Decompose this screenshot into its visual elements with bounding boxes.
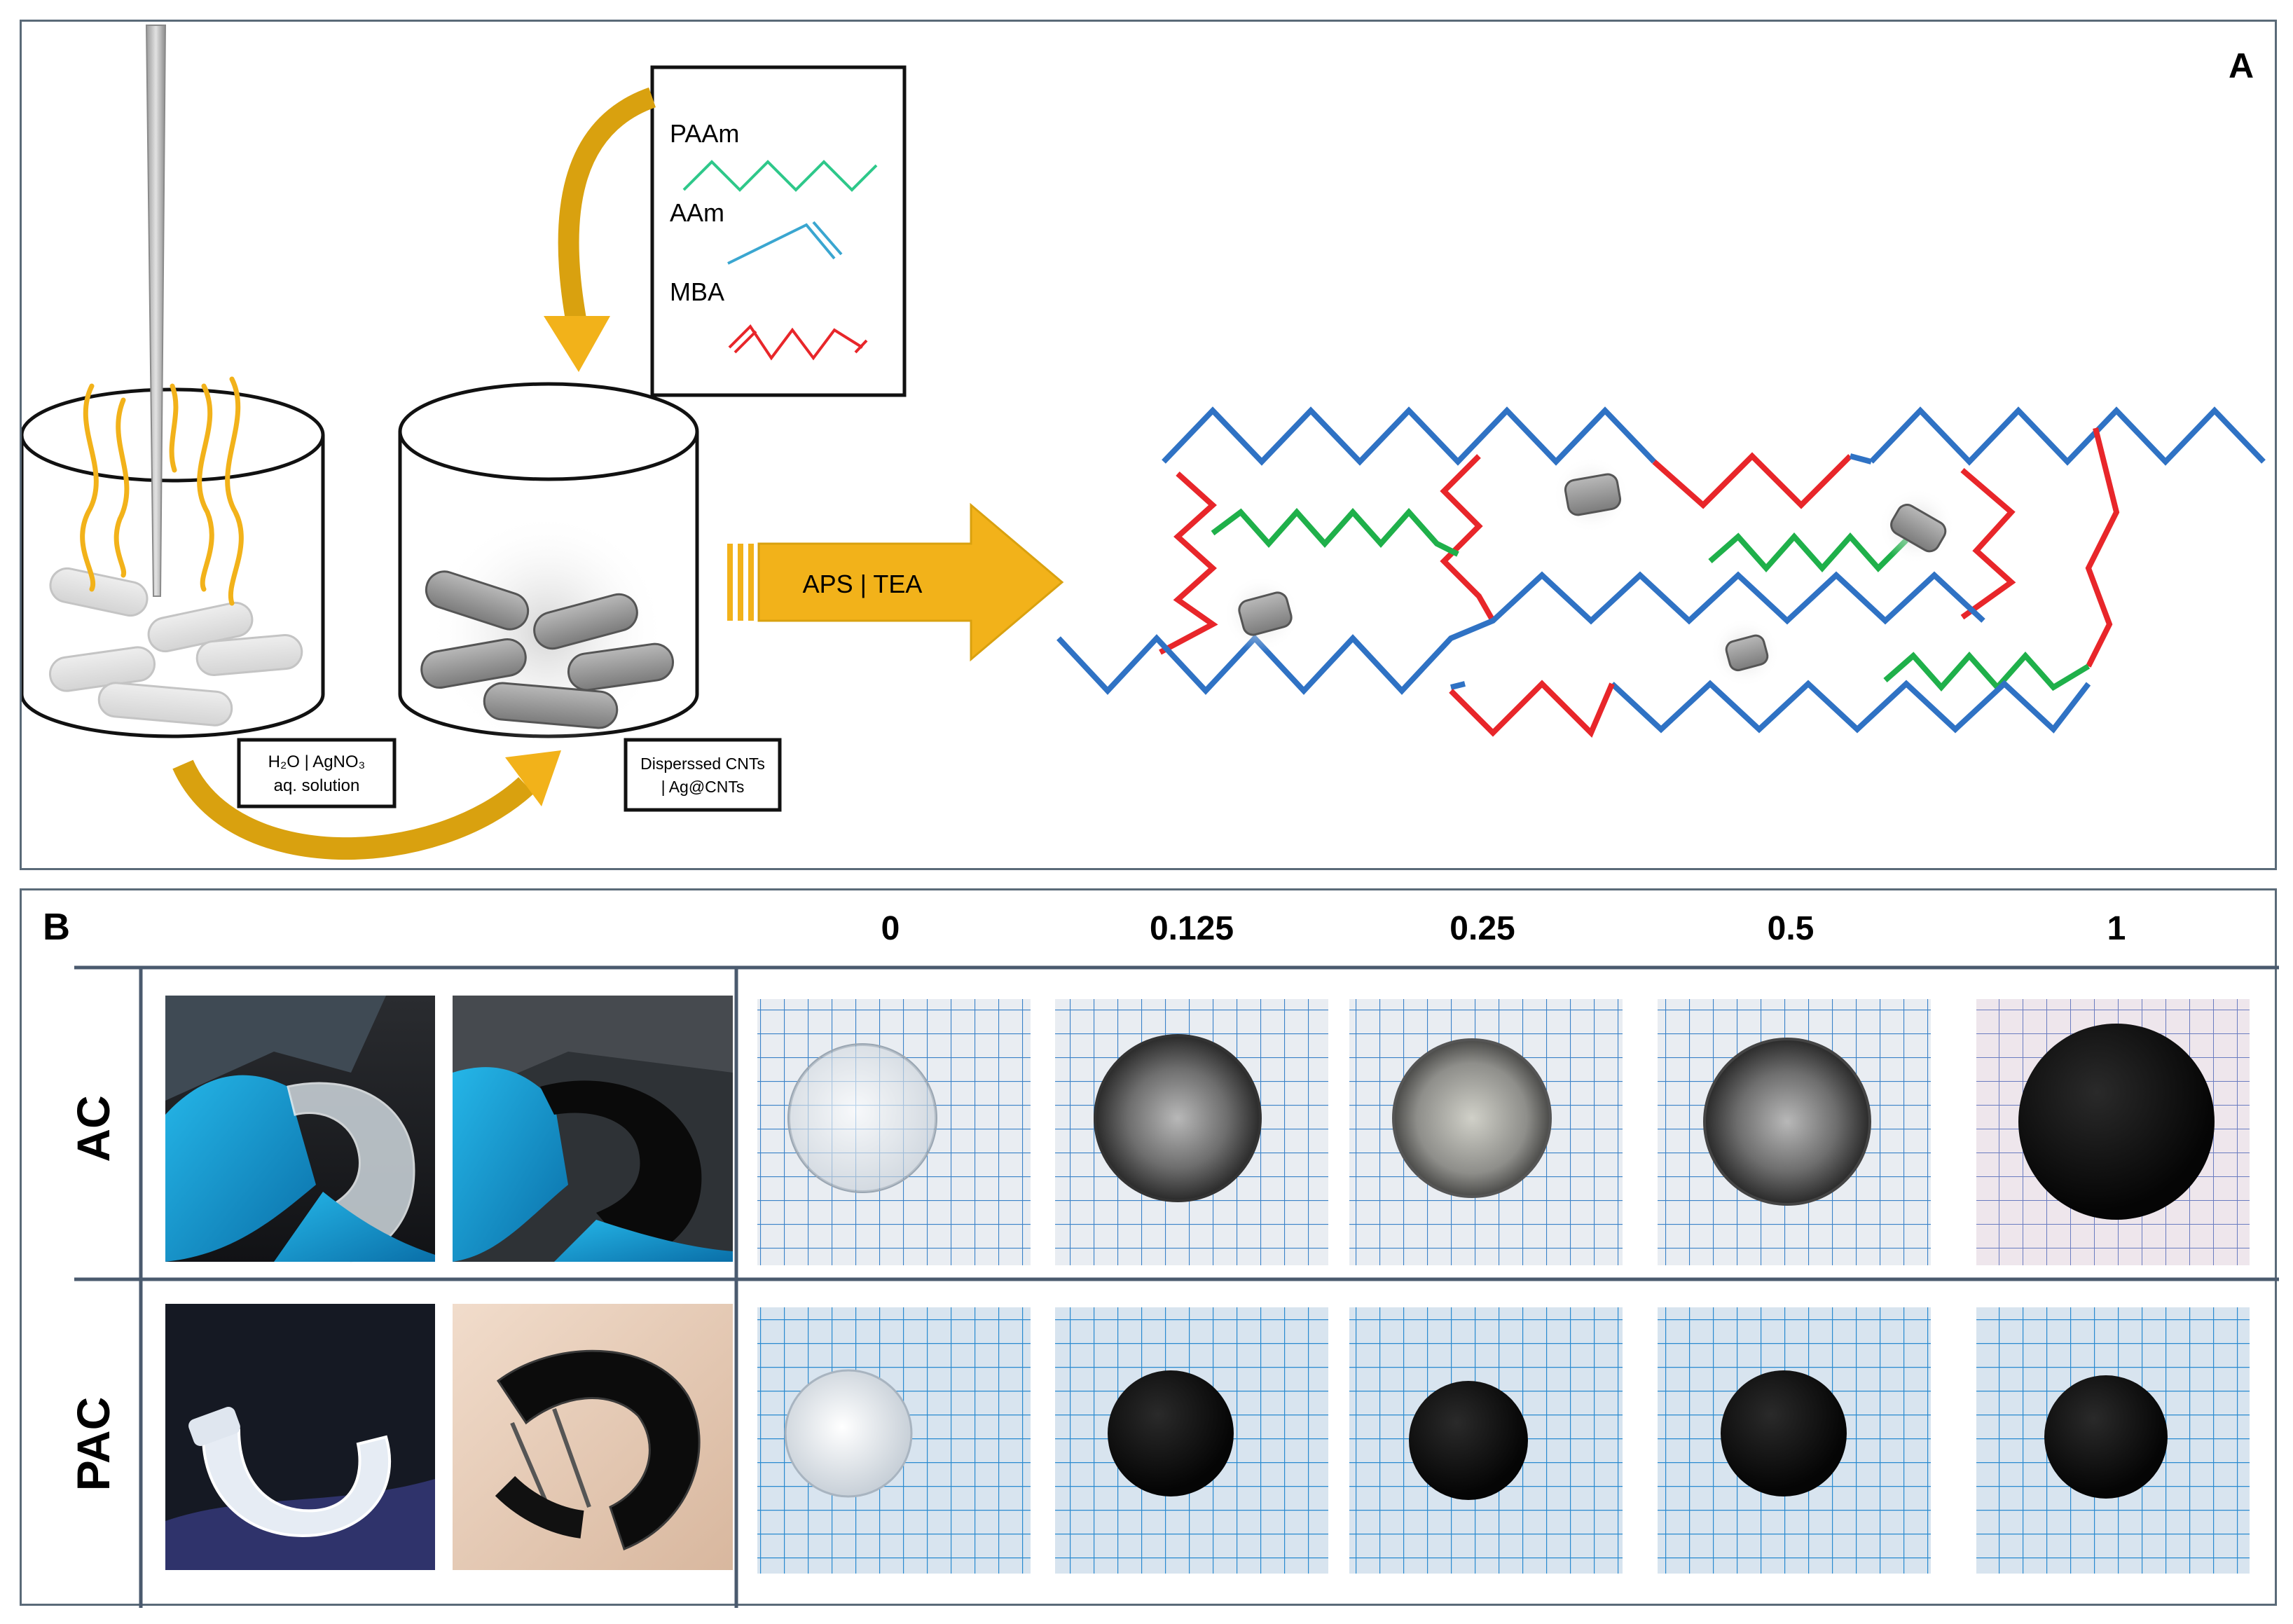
beaker-sonication bbox=[22, 25, 325, 738]
solution-label-box: H₂O | AgNO₃ aq. solution bbox=[237, 738, 397, 808]
col-header-1: 0.125 bbox=[1150, 910, 1234, 947]
panel-a-letter: A bbox=[2229, 46, 2254, 85]
pac-sample-025 bbox=[1349, 1307, 1623, 1574]
col-header-0: 0 bbox=[881, 910, 900, 947]
add-monomers-arrow-icon bbox=[544, 87, 656, 372]
aam-monomer-icon bbox=[727, 221, 843, 265]
beaker-dispersion bbox=[398, 382, 699, 750]
cnts-line-1: Disperssed CNTs bbox=[640, 755, 765, 773]
cnt-dark-group bbox=[420, 570, 675, 729]
legend-mba-label: MBA bbox=[670, 277, 724, 306]
polymerization-arrow: APS | TEA bbox=[727, 502, 1064, 662]
hydrogel-network bbox=[1056, 406, 2266, 738]
col-header-4: 1 bbox=[2107, 910, 2126, 947]
cnts-label-box: Disperssed CNTs | Ag@CNTs bbox=[624, 738, 782, 812]
ac-bend-photo-black bbox=[453, 996, 733, 1262]
ac-bend-photo-clear bbox=[165, 996, 435, 1263]
paam-chain-icon bbox=[682, 160, 878, 192]
sonicator-tip bbox=[145, 25, 167, 597]
solution-line-1: H₂O | AgNO₃ bbox=[268, 752, 366, 771]
ac-sample-0 bbox=[757, 999, 1031, 1265]
pac-bend-photo-black bbox=[453, 1304, 733, 1570]
panel-a: A H₂O | AgNO₃ aq. solution bbox=[20, 20, 2277, 870]
table-lines bbox=[74, 965, 2279, 1608]
cnt-light-group bbox=[48, 567, 303, 727]
monomer-legend: PAAm AAm MBA bbox=[650, 65, 907, 397]
panel-a-diagram: A H₂O | AgNO₃ aq. solution bbox=[22, 25, 2266, 860]
pac-bend-photo-clear bbox=[165, 1304, 435, 1570]
mba-crosslinker-icon bbox=[728, 324, 868, 361]
pac-sample-0125 bbox=[1055, 1307, 1328, 1574]
panel-b: B 0 0.125 0.25 0.5 1 AC PAC bbox=[20, 888, 2279, 1608]
transfer-arrow-icon bbox=[172, 750, 561, 860]
row-label-pac: PAC bbox=[67, 1397, 119, 1491]
col-header-2: 0.25 bbox=[1450, 910, 1515, 947]
ac-sample-1 bbox=[1976, 999, 2250, 1265]
cnts-line-2: | Ag@CNTs bbox=[661, 778, 745, 796]
solution-line-2: aq. solution bbox=[274, 776, 360, 795]
pac-sample-05 bbox=[1658, 1307, 1931, 1574]
initiator-label: APS | TEA bbox=[803, 570, 923, 598]
legend-aam-label: AAm bbox=[670, 198, 724, 227]
panel-b-grid: B 0 0.125 0.25 0.5 1 AC PAC bbox=[43, 906, 2279, 1608]
ac-sample-0125 bbox=[1055, 999, 1328, 1265]
panel-b-letter: B bbox=[43, 906, 70, 948]
ac-sample-05 bbox=[1658, 999, 1931, 1265]
ac-sample-025 bbox=[1349, 999, 1623, 1265]
legend-paam-label: PAAm bbox=[670, 119, 739, 148]
pac-sample-1 bbox=[1976, 1307, 2250, 1574]
pac-sample-0 bbox=[757, 1307, 1031, 1574]
col-header-3: 0.5 bbox=[1768, 910, 1815, 947]
network-cnts bbox=[1223, 456, 1955, 687]
sonication-waves-icon bbox=[80, 376, 244, 606]
row-label-ac: AC bbox=[67, 1095, 119, 1162]
